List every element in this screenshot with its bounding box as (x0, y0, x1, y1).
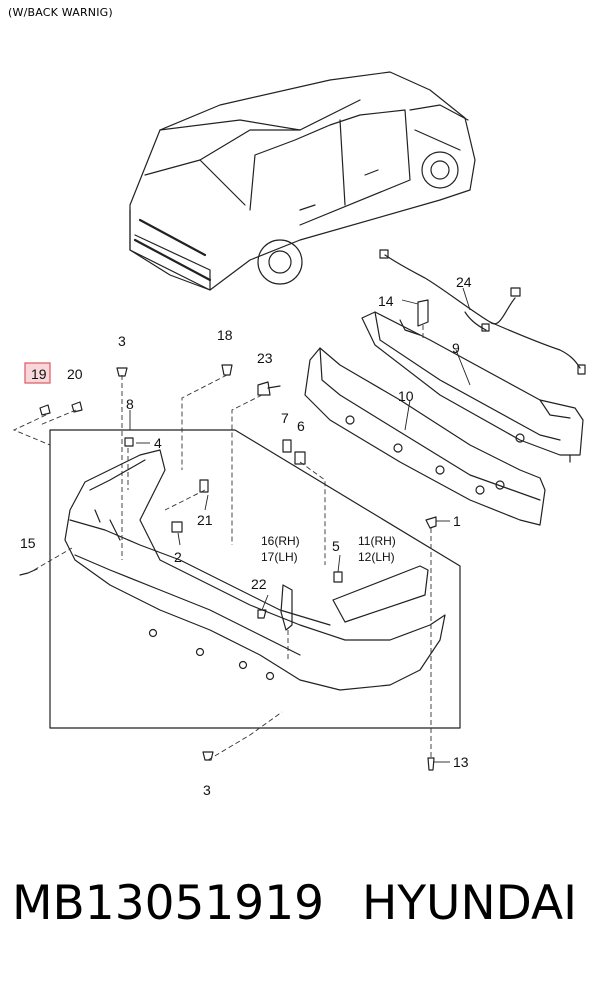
callout-23: 23 (257, 350, 273, 366)
clip-21 (199, 479, 209, 493)
clip-2 (171, 521, 183, 533)
bumper-cover (64, 449, 446, 691)
callout-17: 17(LH) (261, 550, 298, 564)
back-beam (361, 311, 584, 463)
clip-22 (257, 609, 267, 619)
clip-7 (282, 439, 292, 453)
callout-7: 7 (281, 410, 289, 426)
energy-absorber (304, 347, 546, 526)
callout-3-top: 3 (118, 333, 126, 349)
side-bracket-11-12 (332, 565, 429, 623)
callout-5: 5 (332, 538, 340, 554)
callout-18: 18 (217, 327, 233, 343)
screw-13 (427, 757, 435, 771)
callout-12: 12(LH) (358, 550, 395, 564)
footer: MB13051919 HYUNDAI (0, 876, 600, 946)
clip-18 (221, 364, 233, 376)
callout-21: 21 (197, 512, 213, 528)
dashed-leaders (12, 325, 432, 761)
callout-9: 9 (452, 340, 460, 356)
callout-2: 2 (174, 549, 182, 565)
bolt-15 (19, 568, 38, 576)
callout-8: 8 (126, 396, 134, 412)
callout-15: 15 (20, 535, 36, 551)
nut-20 (71, 401, 83, 413)
callout-labels: 1 2 3 3 4 5 6 7 8 9 10 13 14 15 16(RH) 1… (20, 274, 472, 798)
callout-20: 20 (67, 366, 83, 382)
callout-11: 11(RH) (358, 534, 396, 548)
callout-leaders (129, 287, 471, 763)
callout-10: 10 (398, 388, 414, 404)
clip-5 (333, 571, 343, 583)
vehicle-illustration (129, 71, 476, 291)
callout-14: 14 (378, 293, 394, 309)
callout-22: 22 (251, 576, 267, 592)
clip-4 (124, 437, 134, 447)
clip-3-bottom (202, 751, 214, 761)
callout-1: 1 (453, 513, 461, 529)
callout-6: 6 (297, 418, 305, 434)
wiring-harness (379, 249, 586, 375)
side-bracket-16-17 (280, 584, 293, 631)
clip-1 (425, 516, 437, 529)
clip-19 (39, 404, 51, 416)
part-number: MB13051919 (12, 876, 325, 931)
sensor-23 (257, 381, 281, 396)
callout-13: 13 (453, 754, 469, 770)
callout-3-bottom: 3 (203, 782, 211, 798)
bracket-14 (417, 299, 429, 327)
clip-3-top (116, 367, 128, 377)
callout-4: 4 (154, 435, 162, 451)
assembly-frame (49, 429, 461, 729)
header-note: (W/BACK WARNIG) (8, 6, 113, 19)
callout-24: 24 (456, 274, 472, 290)
clip-6 (294, 451, 306, 465)
brand-name: HYUNDAI (362, 876, 577, 931)
callout-16: 16(RH) (261, 534, 300, 548)
callout-19: 19 (31, 366, 47, 382)
highlight-box-19 (24, 362, 51, 384)
